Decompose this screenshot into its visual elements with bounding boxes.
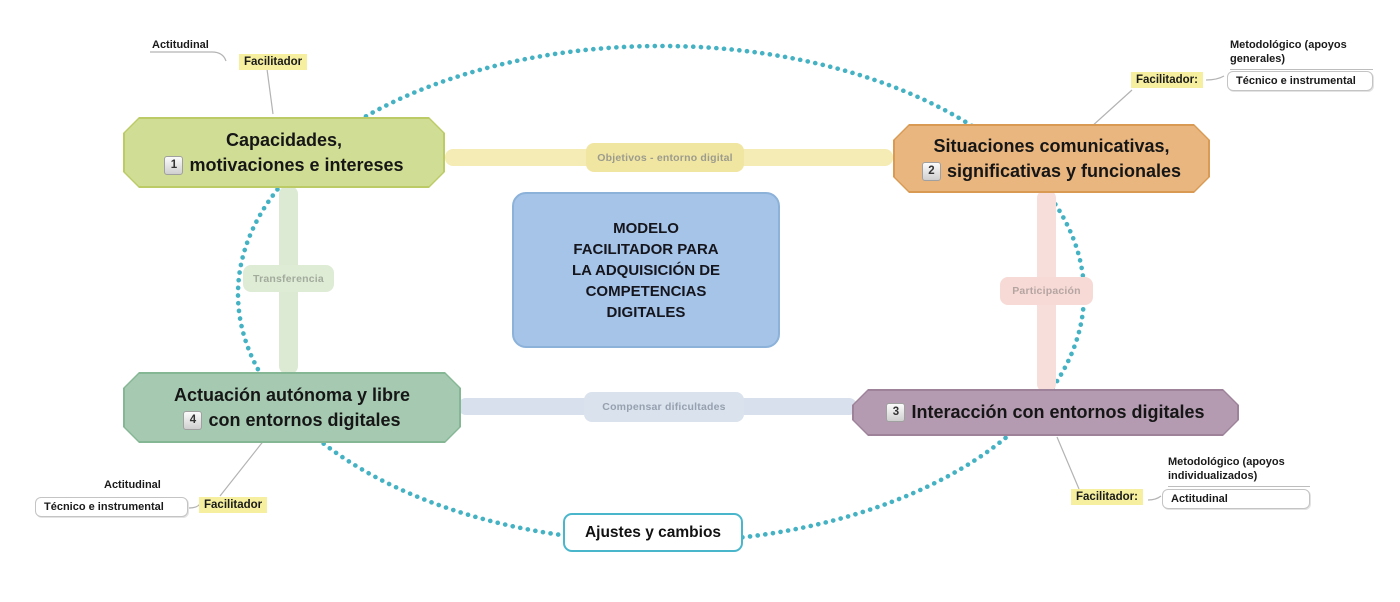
callout-line-top-left	[266, 68, 274, 115]
node-title-line: 1 motivaciones e intereses	[164, 153, 403, 178]
ajustes-label: Ajustes y cambios	[584, 523, 722, 541]
callout-tick-bottom-right	[1147, 495, 1162, 501]
link-label-participacion[interactable]: Participación	[1000, 277, 1093, 305]
central-title-line: DIGITALES	[606, 303, 686, 321]
number-badge-1: 1	[164, 156, 183, 175]
central-topic[interactable]: MODELO FACILITADOR PARA LA ADQUISICIÓN D…	[512, 192, 780, 348]
node-title-line: Capacidades,	[226, 128, 342, 153]
central-title-line: LA ADQUISICIÓN DE	[571, 261, 721, 279]
node-title-line: 4 con entornos digitales	[183, 408, 400, 433]
node-title-text: Situaciones comunicativas,	[933, 135, 1170, 156]
callout-metodologico-tr[interactable]: Metodológico (apoyos generales)	[1230, 38, 1373, 70]
central-title-line: COMPETENCIAS	[585, 282, 707, 300]
link-label-objetivos[interactable]: Objetivos - entorno digital	[586, 143, 744, 172]
callout-facilitador-bl[interactable]: Facilitador	[199, 497, 268, 513]
link-label-text: Compensar dificultades	[602, 401, 726, 413]
number-badge-4: 4	[183, 411, 202, 430]
callout-underline-top-left	[150, 51, 227, 62]
node-interaccion-body: 3 Interacción con entornos digitales	[854, 391, 1237, 434]
callout-facilitador-tl[interactable]: Facilitador	[239, 54, 308, 70]
node-title-line: Situaciones comunicativas,	[933, 134, 1169, 159]
node-actuacion-body: Actuación autónoma y libre 4 con entorno…	[125, 374, 459, 441]
node-title-text: con entornos digitales	[208, 409, 401, 430]
link-label-transferencia[interactable]: Transferencia	[243, 265, 334, 292]
callout-facilitador-tr[interactable]: Facilitador:	[1131, 72, 1203, 88]
node-situaciones-body: Situaciones comunicativas, 2 significati…	[895, 126, 1208, 191]
callout-tecnico-bl[interactable]: Técnico e instrumental	[35, 497, 188, 517]
link-label-compensar[interactable]: Compensar dificultades	[584, 392, 744, 422]
node-title-line: Actuación autónoma y libre	[174, 383, 410, 408]
link-label-text: Transferencia	[253, 272, 324, 285]
node-title-text: significativas y funcionales	[946, 160, 1182, 181]
node-capacidades-body: Capacidades, 1 motivaciones e intereses	[125, 119, 443, 186]
node-actuacion[interactable]: Actuación autónoma y libre 4 con entorno…	[123, 372, 461, 443]
callout-tecnico-tr[interactable]: Técnico e instrumental	[1227, 71, 1373, 91]
callout-line-bottom-left	[219, 438, 266, 497]
central-title-line: FACILITADOR PARA	[573, 240, 719, 258]
node-title-text: motivaciones e intereses	[189, 154, 404, 175]
node-interaccion[interactable]: 3 Interacción con entornos digitales	[852, 389, 1239, 436]
node-situaciones[interactable]: Situaciones comunicativas, 2 significati…	[893, 124, 1210, 193]
link-label-text: Objetivos - entorno digital	[597, 151, 733, 164]
central-title-line: MODELO	[613, 219, 679, 237]
callout-line-top-right	[1089, 89, 1133, 129]
callout-metodologico-br[interactable]: Metodológico (apoyos individualizados)	[1168, 455, 1310, 487]
node-title-text: Actuación autónoma y libre	[173, 384, 411, 405]
callout-note-actitudinal-bl[interactable]: Actitudinal	[104, 479, 161, 491]
callout-line-bottom-right	[1056, 436, 1080, 490]
node-title-text: Interacción con entornos digitales	[911, 402, 1205, 422]
callout-note-actitudinal-tl[interactable]: Actitudinal	[152, 39, 209, 51]
number-badge-3: 3	[886, 403, 905, 422]
number-badge-2: 2	[922, 162, 941, 181]
node-title-line: 2 significativas y funcionales	[922, 159, 1181, 184]
callout-tick-top-right	[1205, 75, 1225, 81]
callout-actitudinal-br[interactable]: Actitudinal	[1162, 489, 1310, 509]
callout-facilitador-br[interactable]: Facilitador:	[1071, 489, 1143, 505]
node-capacidades[interactable]: Capacidades, 1 motivaciones e intereses	[123, 117, 445, 188]
link-label-text: Participación	[1012, 285, 1081, 297]
node-title-text: Capacidades,	[225, 129, 343, 150]
node-title-line: 3 Interacción con entornos digitales	[886, 400, 1204, 425]
ajustes-y-cambios-node[interactable]: Ajustes y cambios	[563, 513, 743, 552]
